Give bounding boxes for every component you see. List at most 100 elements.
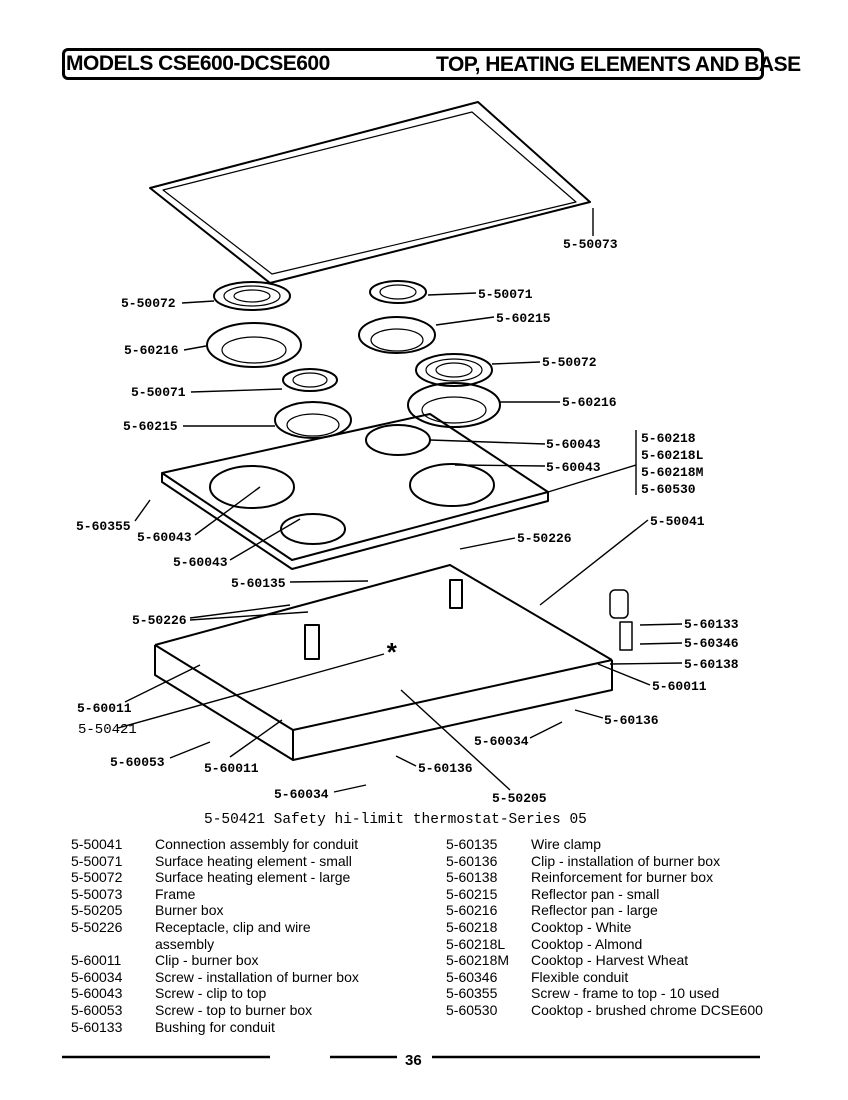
- callout-5-60136: 5-60136: [418, 761, 473, 776]
- callout-5-60133: 5-60133: [684, 617, 739, 632]
- part-number: 5-60135: [446, 836, 498, 852]
- part-number: 5-60043: [71, 985, 123, 1002]
- callout-5-60355: 5-60355: [76, 519, 131, 534]
- part-description: Screw - top to burner box: [155, 1001, 313, 1018]
- cooktop-drawing: [161, 413, 549, 570]
- callout-5-50205: 5-50205: [492, 791, 547, 806]
- part-number: 5-50073: [71, 885, 123, 902]
- callout-5-60530: 5-60530: [641, 482, 696, 497]
- part-description: Bushing for conduit: [155, 1018, 275, 1035]
- callout-5-50226: 5-50226: [517, 531, 572, 546]
- part-number: 5-60053: [71, 1001, 123, 1018]
- conduit-drawing: [609, 589, 633, 651]
- callout-5-60218M: 5-60218M: [641, 465, 704, 480]
- callout-5-60136: 5-60136: [604, 713, 659, 728]
- part-description: Screw - installation of burner box: [155, 968, 359, 985]
- parts-list-row: 5-50205 Burner box: [71, 902, 359, 919]
- burner-box-drawing: [154, 564, 613, 761]
- callout-5-60215: 5-60215: [123, 419, 178, 434]
- callout-5-60218: 5-60218: [641, 431, 696, 446]
- parts-list-row: 5-50226 Receptacle, clip and wire: [71, 919, 359, 936]
- part-number: 5-50041: [71, 836, 123, 852]
- models-title: MODELS CSE600-DCSE600: [66, 52, 330, 75]
- part-description: Connection assembly for conduit: [155, 836, 359, 852]
- parts-list-row: 5-60346 Flexible conduit: [446, 969, 763, 986]
- callout-5-50071: 5-50071: [131, 385, 186, 400]
- callout-labels: 5-50073 5-50072 5-50071 5-60215 5-60216 …: [76, 237, 739, 806]
- callout-5-50071: 5-50071: [478, 287, 533, 302]
- callout-5-60135: 5-60135: [231, 576, 286, 591]
- callout-5-60043: 5-60043: [137, 530, 192, 545]
- callout-5-60011: 5-60011: [652, 679, 707, 694]
- part-description: Cooktop - brushed chrome DCSE600: [531, 1001, 763, 1018]
- part-description: Receptacle, clip and wire: [155, 918, 311, 935]
- callout-5-60053: 5-60053: [110, 755, 165, 770]
- leader-lines: [117, 208, 683, 793]
- part-description: Clip - installation of burner box: [531, 852, 721, 869]
- section-title: TOP, HEATING ELEMENTS AND BASE: [436, 53, 801, 76]
- callout-5-60218L: 5-60218L: [641, 448, 704, 463]
- part-number: 5-60011: [71, 952, 122, 969]
- part-number: 5-60218: [446, 918, 498, 935]
- parts-list-row: 5-50041 Connection assembly for conduit: [71, 836, 359, 853]
- part-number: 5-60216: [446, 902, 498, 919]
- part-number: 5-60218M: [446, 952, 510, 969]
- thermostat-drawing: [304, 579, 463, 660]
- part-number: 5-60136: [446, 852, 498, 869]
- part-number: 5-60218L: [446, 935, 506, 952]
- part-description: Cooktop - White: [531, 918, 632, 935]
- part-description: Screw - clip to top: [155, 985, 267, 1002]
- callout-5-60043: 5-60043: [546, 437, 601, 452]
- callout-5-60034: 5-60034: [274, 787, 329, 802]
- part-description: assembly: [155, 935, 215, 952]
- callout-5-50073: 5-50073: [563, 237, 618, 252]
- parts-list-row: 5-50071 Surface heating element - small: [71, 853, 359, 870]
- part-number: 5-60215: [446, 885, 498, 902]
- part-number: [71, 936, 155, 953]
- callout-5-60043: 5-60043: [173, 555, 228, 570]
- parts-list-row: 5-60043 Screw - clip to top: [71, 985, 359, 1002]
- parts-list-row: 5-60053 Screw - top to burner box: [71, 1002, 359, 1019]
- parts-list-row: 5-60218 Cooktop - White: [446, 919, 763, 936]
- heating-elements-drawing: [213, 280, 493, 392]
- part-description: Burner box: [155, 902, 224, 919]
- part-description: Surface heating element - small: [155, 852, 352, 869]
- part-description: Surface heating element - large: [155, 869, 351, 886]
- part-number: 5-50226: [71, 918, 123, 935]
- callout-5-60215: 5-60215: [496, 311, 551, 326]
- part-description: Flexible conduit: [531, 968, 629, 985]
- part-description: Frame: [155, 885, 196, 902]
- part-number: 5-60138: [446, 869, 498, 886]
- part-number: 5-50071: [71, 852, 123, 869]
- part-number: 5-50205: [71, 902, 123, 919]
- callout-5-60216: 5-60216: [124, 343, 179, 358]
- parts-list-row: assembly: [71, 936, 359, 953]
- parts-list-row: 5-60136 Clip - installation of burner box: [446, 853, 763, 870]
- thermostat-caption: 5-50421 Safety hi-limit thermostat-Serie…: [204, 812, 587, 828]
- callout-5-60011: 5-60011: [77, 701, 132, 716]
- part-description: Reflector pan - large: [531, 902, 658, 919]
- frame-drawing: [149, 101, 591, 284]
- callout-5-60034: 5-60034: [474, 734, 529, 749]
- header-frame: [62, 48, 764, 80]
- part-number: 5-60346: [446, 968, 498, 985]
- parts-list-row: 5-60215 Reflector pan - small: [446, 886, 763, 903]
- callout-5-60216: 5-60216: [562, 395, 617, 410]
- asterisk-marker: *: [384, 640, 400, 670]
- callout-5-50421: 5-50421: [78, 722, 137, 738]
- part-description: Reflector pan - small: [531, 885, 660, 902]
- parts-list-row: 5-60530 Cooktop - brushed chrome DCSE600: [446, 1002, 763, 1019]
- part-number: 5-60034: [71, 968, 123, 985]
- parts-list-row: 5-50073 Frame: [71, 886, 359, 903]
- callout-5-50226: 5-50226: [132, 613, 187, 628]
- callout-5-60011: 5-60011: [204, 761, 259, 776]
- part-number: 5-60530: [446, 1001, 498, 1018]
- parts-list-row: 5-60216 Reflector pan - large: [446, 902, 763, 919]
- parts-list-row: 5-60034 Screw - installation of burner bo…: [71, 969, 359, 986]
